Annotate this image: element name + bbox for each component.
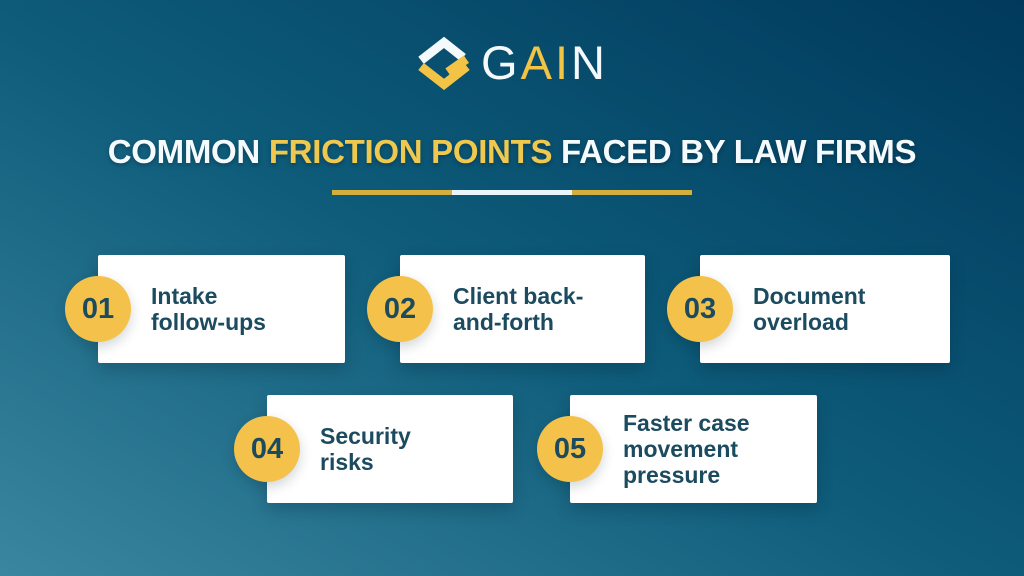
logo-letter-g: G <box>481 35 521 89</box>
number-badge: 02 <box>367 276 433 342</box>
divider-segment-left <box>332 190 452 195</box>
number-badge: 03 <box>667 276 733 342</box>
title-highlight: FRICTION POINTS <box>268 133 553 170</box>
title-divider <box>332 190 692 195</box>
friction-card-3: 03 Document overload <box>667 255 950 363</box>
card-label: Faster case movement pressure <box>623 409 750 489</box>
logo-letter-n: N <box>571 35 608 89</box>
card-label: Client back- and-forth <box>453 282 584 335</box>
card-label: Document overload <box>753 282 866 335</box>
friction-card-4: 04 Security risks <box>234 395 513 503</box>
title-suffix: FACED BY LAW FIRMS <box>552 133 917 170</box>
page-title: COMMON FRICTION POINTS FACED BY LAW FIRM… <box>0 133 1024 171</box>
friction-card-5: 05 Faster case movement pressure <box>537 395 817 503</box>
logo-wordmark: GAIN <box>481 39 608 86</box>
card-label: Security risks <box>320 422 411 475</box>
number-badge: 04 <box>234 416 300 482</box>
friction-card-2: 02 Client back- and-forth <box>367 255 645 363</box>
card-label: Intake follow-ups <box>151 282 266 335</box>
logo-letters-ai: AI <box>520 35 572 89</box>
divider-segment-right <box>572 190 692 195</box>
logo: GAIN <box>0 34 1024 90</box>
number-badge: 01 <box>65 276 131 342</box>
divider-segment-middle <box>452 190 572 195</box>
number-badge: 05 <box>537 416 603 482</box>
gain-hexagon-g-icon <box>418 36 470 90</box>
friction-card-1: 01 Intake follow-ups <box>65 255 345 363</box>
title-prefix: COMMON <box>107 133 269 170</box>
